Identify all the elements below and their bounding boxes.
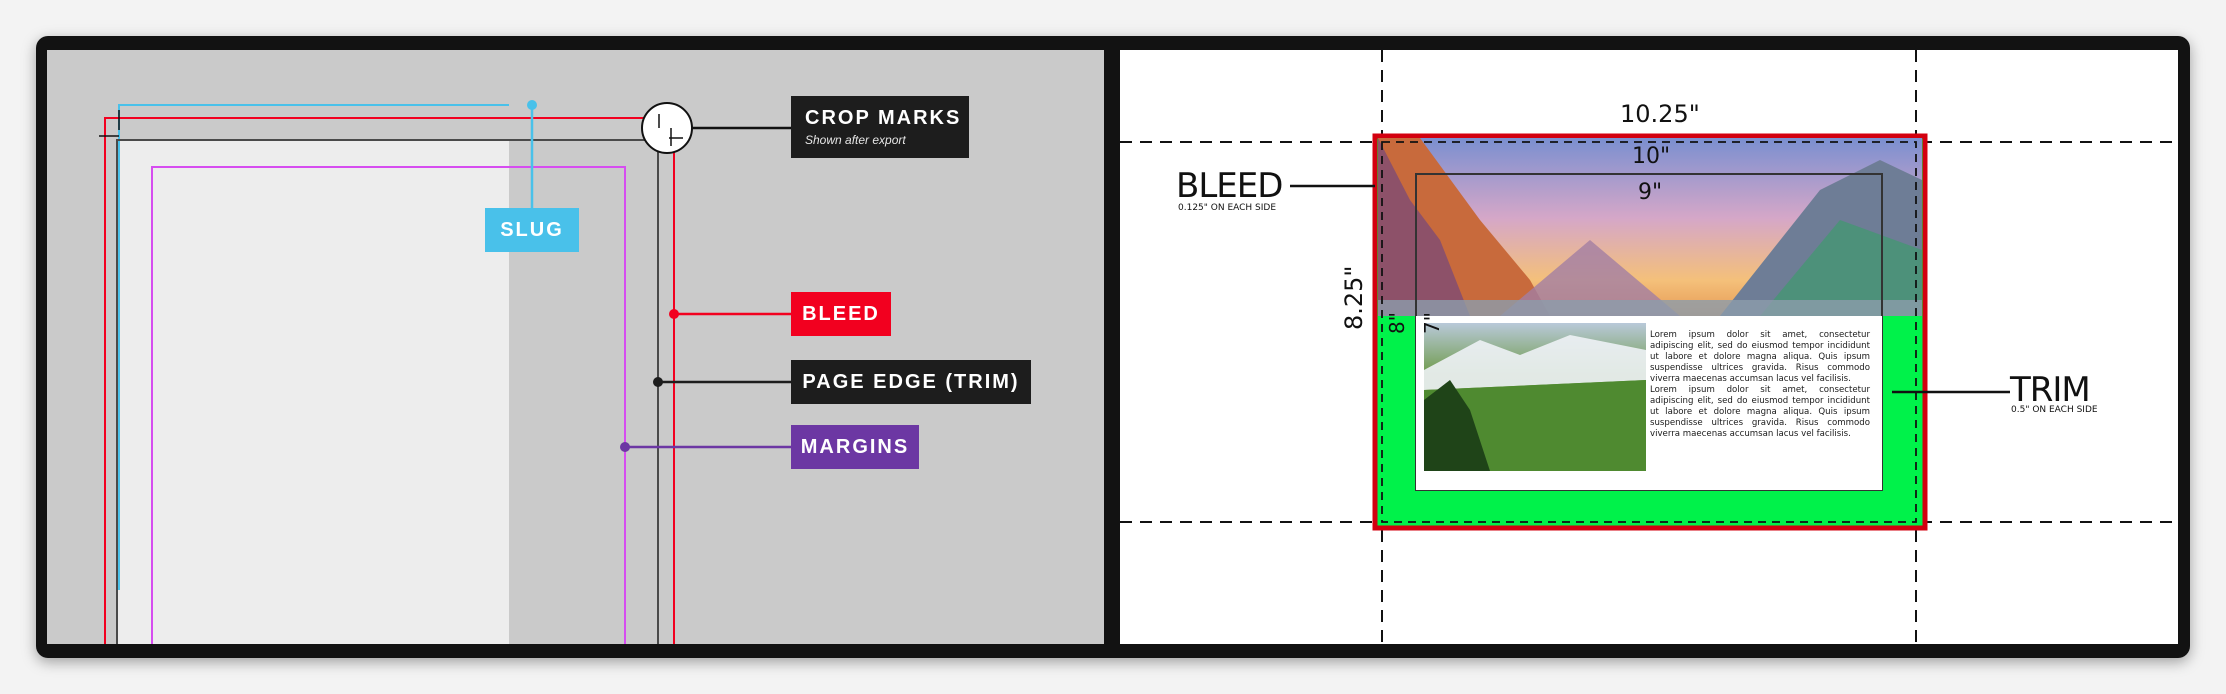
- bleed-callout-note: 0.125" ON EACH SIDE: [1178, 203, 1277, 213]
- left-guides-drawing: [99, 100, 791, 644]
- right-panel-page-dimensions: 10.25" 10" 9" 8.25" 8" 7" BLEED 0.125" O…: [1120, 50, 2178, 644]
- mountain-mid: [1500, 240, 1680, 316]
- slug-line: [118, 104, 509, 590]
- bleed-tag: BLEED: [791, 292, 891, 336]
- trim-callout-title: TRIM: [2010, 370, 2091, 410]
- mountain-left-shadow: [1378, 138, 1470, 316]
- meadow-trees: [1424, 380, 1490, 471]
- trim-line: [116, 139, 659, 644]
- left-panel-print-guides: CROP MARKS Shown after export SLUG BLEED…: [47, 50, 1104, 644]
- trim-width-dimension: 10": [1632, 144, 1671, 169]
- snowy-peaks: [1424, 335, 1646, 390]
- crop-mark-circle: [641, 102, 693, 154]
- slug-tag: SLUG: [485, 208, 579, 252]
- crop-marks-subtitle: Shown after export: [805, 133, 906, 147]
- bleed-height-dimension: 8.25": [1340, 265, 1368, 330]
- bleed-line: [104, 117, 675, 644]
- margins-line: [151, 166, 626, 644]
- body-paragraph-1: Lorem ipsum dolor sit amet, consectetur …: [1650, 330, 1870, 384]
- trim-callout-note: 0.5" ON EACH SIDE: [2011, 405, 2098, 415]
- trim-frame: [1381, 141, 1917, 523]
- crop-marks-title: CROP MARKS: [805, 107, 962, 129]
- bleed-callout-title: BLEED: [1176, 166, 1283, 206]
- page-sheet: [117, 140, 509, 644]
- right-dimensions-drawing: [1120, 50, 2178, 644]
- bleed-width-dimension: 10.25": [1620, 100, 1700, 128]
- trim-tag: PAGE EDGE (TRIM): [791, 360, 1031, 404]
- lake: [1378, 300, 1922, 316]
- crop-marks-tag: CROP MARKS Shown after export: [791, 96, 969, 158]
- body-paragraph-2: Lorem ipsum dolor sit amet, consectetur …: [1650, 385, 1870, 439]
- body-text-block: Lorem ipsum dolor sit amet, consectetur …: [1650, 330, 1870, 440]
- margin-height-dimension: 7": [1420, 312, 1444, 334]
- trim-height-dimension: 8": [1385, 312, 1409, 334]
- margins-tag: MARGINS: [791, 425, 919, 469]
- margin-width-dimension: 9": [1638, 180, 1663, 205]
